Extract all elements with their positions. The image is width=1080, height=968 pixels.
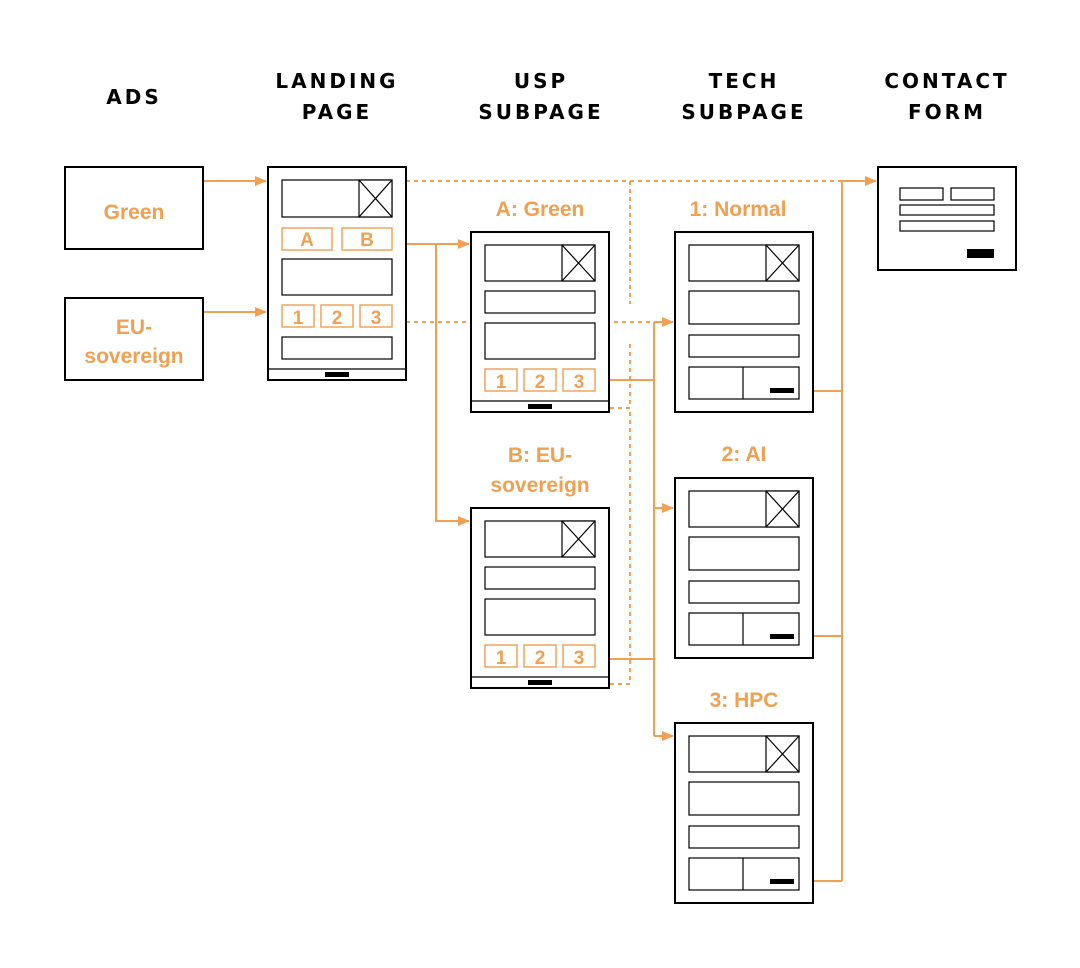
ad-green-label: Green — [104, 201, 165, 224]
dashed-usp-b — [610, 408, 631, 685]
landing-choice-a: A — [300, 230, 314, 251]
usp-a-wireframe: 1 2 3 — [470, 231, 610, 413]
header-tech-1: TECH — [709, 69, 780, 93]
usp-b-num-2: 2 — [535, 648, 546, 669]
header-landing-1: LANDING — [275, 69, 398, 93]
landing-tech-2: 2 — [332, 308, 343, 329]
usp-b-title-2: sovereign — [490, 474, 589, 497]
connections — [204, 176, 877, 882]
usp-b-num-3: 3 — [574, 648, 585, 669]
tech-2-title: 2: AI — [722, 443, 767, 466]
dashed-usp-a — [610, 340, 631, 409]
contact-form-wireframe — [877, 166, 1017, 271]
ad-green: Green — [64, 166, 204, 250]
landing-tech-3: 3 — [371, 308, 382, 329]
tech-3-wireframe — [674, 722, 814, 904]
landing-tech-1: 1 — [293, 308, 304, 329]
usp-b-wireframe: 1 2 3 — [470, 507, 610, 689]
header-contact-1: CONTACT — [884, 69, 1009, 93]
header-landing-2: PAGE — [302, 100, 372, 124]
tech-2-wireframe — [674, 477, 814, 659]
header-usp-2: SUBPAGE — [478, 100, 603, 124]
header-ads: ADS — [106, 85, 161, 109]
usp-a-num-3: 3 — [574, 372, 585, 393]
header-contact-2: FORM — [908, 100, 986, 124]
usp-a-num-2: 2 — [535, 372, 546, 393]
tech-3-title: 3: HPC — [710, 689, 779, 712]
ad-eu-label-2: sovereign — [84, 345, 183, 368]
ad-eu-sovereign: EU- sovereign — [64, 297, 204, 381]
header-usp-1: USP — [514, 69, 568, 93]
landing-choice-b: B — [360, 230, 374, 251]
usp-b-num-1: 1 — [496, 648, 507, 669]
ad-eu-label-1: EU- — [116, 316, 152, 339]
landing-page-wireframe: A B 1 2 3 — [267, 166, 407, 381]
usp-a-num-1: 1 — [496, 372, 507, 393]
tech-1-wireframe — [674, 231, 814, 413]
arrow-landing-to-usp-b — [406, 243, 470, 526]
usp-a-title: A: Green — [496, 198, 585, 221]
tech-1-title: 1: Normal — [690, 198, 787, 221]
usp-b-title-1: B: EU- — [508, 444, 572, 467]
header-tech-2: SUBPAGE — [681, 100, 806, 124]
